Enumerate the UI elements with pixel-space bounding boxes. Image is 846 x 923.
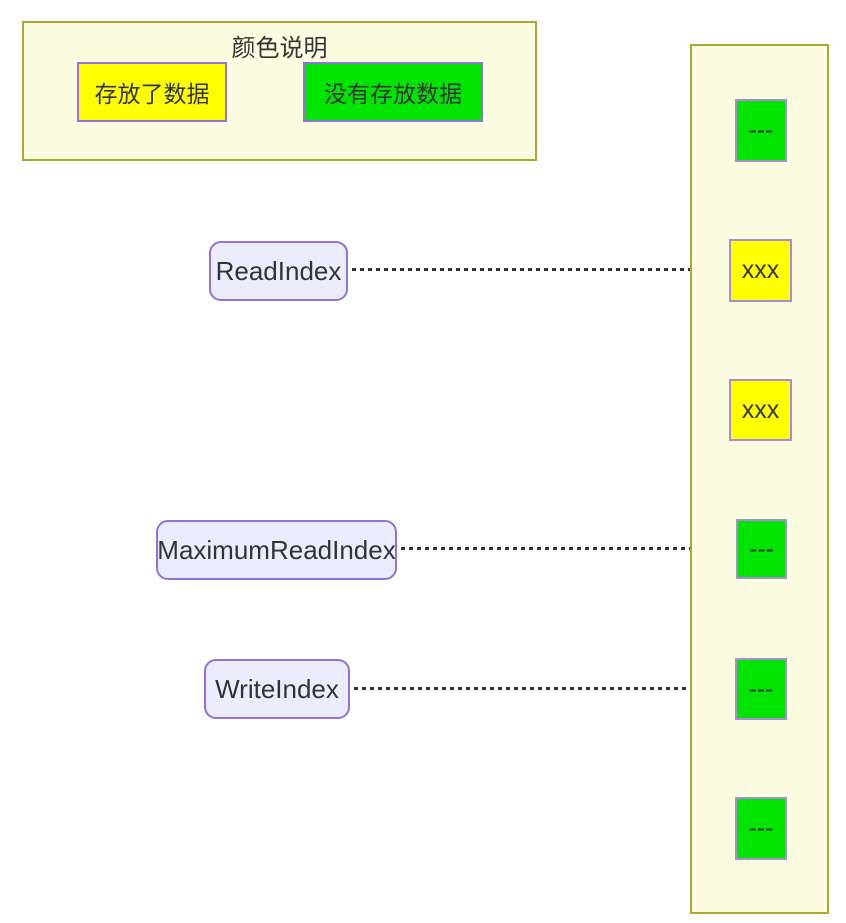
buffer-cell-2-text: xxx [741, 256, 780, 284]
buffer-cell-6-text: --- [748, 814, 774, 842]
buffer-cell-1-text: --- [748, 116, 774, 144]
node-writeindex: WriteIndex [204, 659, 350, 719]
arrow-maximumreadindex [401, 541, 736, 557]
legend-item-empty-label: 没有存放数据 [324, 81, 462, 107]
arrow-readindex [352, 262, 729, 278]
node-readindex-label: ReadIndex [215, 255, 342, 286]
legend-item-empty: 没有存放数据 [303, 62, 483, 122]
buffer-cell-4: --- [736, 519, 787, 579]
legend-item-filled-label: 存放了数据 [94, 81, 210, 107]
buffer-cell-4-text: --- [749, 534, 774, 563]
buffer-cell-6: --- [735, 797, 787, 860]
node-readindex: ReadIndex [209, 241, 348, 301]
buffer-cell-2: xxx [729, 239, 792, 302]
buffer-cell-5: --- [735, 658, 787, 720]
buffer-cell-3: xxx [729, 379, 792, 441]
node-maximumreadindex: MaximumReadIndex [156, 520, 397, 580]
buffer-cell-5-text: --- [748, 674, 774, 703]
legend-box: 颜色说明 存放了数据 没有存放数据 [22, 21, 537, 161]
node-maximumreadindex-label: MaximumReadIndex [157, 534, 396, 565]
node-writeindex-label: WriteIndex [215, 673, 339, 704]
legend-title: 颜色说明 [231, 35, 328, 62]
buffer-cell-3-text: xxx [741, 395, 780, 424]
buffer-column [690, 44, 829, 914]
arrow-line [401, 547, 723, 550]
arrow-line [352, 268, 716, 271]
buffer-cell-1: --- [735, 99, 787, 162]
legend-item-filled: 存放了数据 [77, 62, 227, 122]
arrow-writeindex [354, 681, 735, 697]
arrow-line [354, 687, 722, 690]
